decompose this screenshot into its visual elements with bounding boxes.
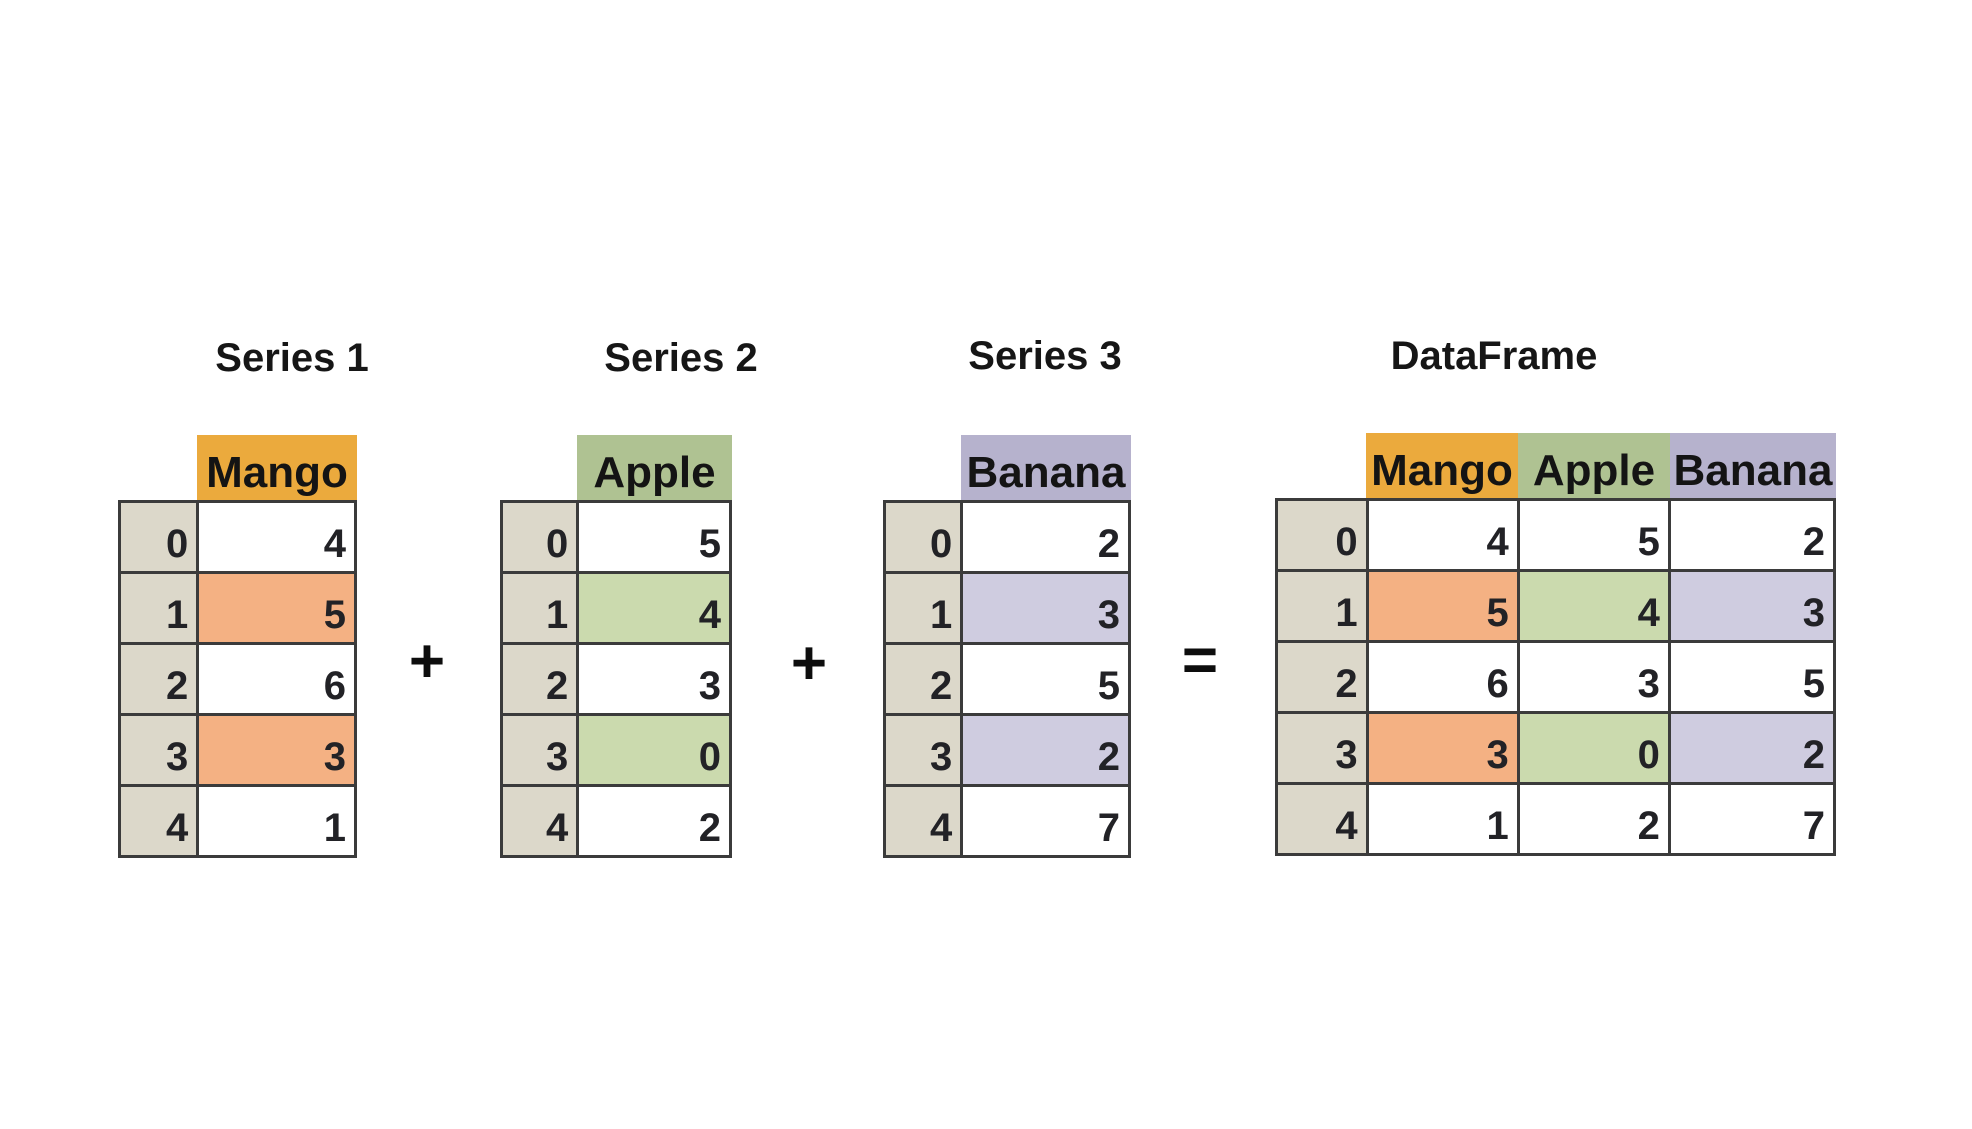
apple-cell: 5 (1516, 498, 1671, 572)
table-row: 3 0 (499, 713, 732, 787)
series2-column-header-apple: Apple (577, 435, 732, 500)
banana-cell: 7 (1667, 782, 1837, 856)
table-row: 4 2 (499, 784, 732, 858)
index-cell: 0 (882, 500, 964, 574)
banana-cell: 3 (1667, 569, 1837, 643)
table-row: 0 5 (499, 500, 732, 574)
banana-cell: 5 (1667, 640, 1837, 714)
series3-column-header-banana: Banana (961, 435, 1131, 500)
table-row: 1 5 (117, 571, 357, 645)
banana-cell: 2 (1667, 498, 1837, 572)
apple-cell: 0 (1516, 711, 1671, 785)
table-row: 2 3 (499, 642, 732, 716)
index-cell: 1 (117, 571, 200, 645)
series3-grid: 0 2 1 3 2 5 3 2 4 7 (882, 500, 1131, 858)
table-row: 1 3 (882, 571, 1131, 645)
table-row: 3 3 0 2 (1275, 711, 1837, 785)
table-row: 0 2 (882, 500, 1131, 574)
value-cell: 4 (196, 500, 357, 574)
index-cell: 4 (1275, 782, 1369, 856)
index-cell: 3 (499, 713, 580, 787)
index-cell: 2 (882, 642, 964, 716)
table-row: 3 3 (117, 713, 357, 787)
series3-table: Banana 0 2 1 3 2 5 3 2 4 7 (882, 435, 1131, 858)
apple-cell: 3 (1516, 640, 1671, 714)
series1-column-header-mango: Mango (197, 435, 357, 500)
series1-grid: 0 4 1 5 2 6 3 3 4 1 (117, 500, 357, 858)
index-cell: 4 (499, 784, 580, 858)
table-row: 4 1 (117, 784, 357, 858)
series2-table: Apple 0 5 1 4 2 3 3 0 4 2 (499, 435, 732, 858)
table-row: 1 4 (499, 571, 732, 645)
value-cell: 0 (576, 713, 732, 787)
mango-cell: 5 (1365, 569, 1520, 643)
dataframe-header-row: Mango Apple Banana (1275, 433, 1836, 498)
series1-title: Series 1 (215, 336, 369, 380)
index-cell: 0 (117, 500, 200, 574)
value-cell: 4 (576, 571, 732, 645)
dataframe-title: DataFrame (1390, 334, 1598, 378)
mango-cell: 1 (1365, 782, 1520, 856)
index-cell: 4 (882, 784, 964, 858)
dataframe-grid: 0 4 5 2 1 5 4 3 2 6 3 5 3 3 0 2 (1275, 498, 1837, 856)
value-cell: 6 (196, 642, 357, 716)
series3-title: Series 3 (968, 334, 1122, 378)
mango-cell: 4 (1365, 498, 1520, 572)
table-row: 1 5 4 3 (1275, 569, 1837, 643)
value-cell: 3 (960, 571, 1131, 645)
index-cell: 0 (499, 500, 580, 574)
index-cell: 2 (117, 642, 200, 716)
series2-title: Series 2 (604, 336, 758, 380)
dataframe-table: Mango Apple Banana 0 4 5 2 1 5 4 3 2 6 3 (1275, 433, 1837, 856)
series3-header-row: Banana (883, 435, 1131, 500)
equals-operator: = (1181, 625, 1219, 695)
dataframe-column-header-apple: Apple (1518, 433, 1670, 498)
table-row: 4 1 2 7 (1275, 782, 1837, 856)
value-cell: 3 (196, 713, 357, 787)
series1-table: Mango 0 4 1 5 2 6 3 3 4 1 (117, 435, 357, 858)
plus-operator-2: + (790, 628, 828, 698)
index-cell: 3 (117, 713, 200, 787)
value-cell: 5 (196, 571, 357, 645)
index-cell: 1 (882, 571, 964, 645)
value-cell: 2 (960, 713, 1131, 787)
index-cell: 0 (1275, 498, 1369, 572)
value-cell: 2 (960, 500, 1131, 574)
index-cell: 3 (882, 713, 964, 787)
table-row: 3 2 (882, 713, 1131, 787)
value-cell: 5 (960, 642, 1131, 716)
value-cell: 2 (576, 784, 732, 858)
index-cell: 4 (117, 784, 200, 858)
index-cell: 2 (499, 642, 580, 716)
value-cell: 7 (960, 784, 1131, 858)
series2-header-row: Apple (500, 435, 732, 500)
apple-cell: 2 (1516, 782, 1671, 856)
apple-cell: 4 (1516, 569, 1671, 643)
index-cell: 3 (1275, 711, 1369, 785)
series1-header-row: Mango (118, 435, 357, 500)
index-cell: 1 (499, 571, 580, 645)
table-row: 2 5 (882, 642, 1131, 716)
index-cell: 1 (1275, 569, 1369, 643)
table-row: 2 6 3 5 (1275, 640, 1837, 714)
mango-cell: 3 (1365, 711, 1520, 785)
table-row: 2 6 (117, 642, 357, 716)
table-row: 4 7 (882, 784, 1131, 858)
mango-cell: 6 (1365, 640, 1520, 714)
series2-grid: 0 5 1 4 2 3 3 0 4 2 (499, 500, 732, 858)
dataframe-column-header-mango: Mango (1366, 433, 1518, 498)
banana-cell: 2 (1667, 711, 1837, 785)
value-cell: 5 (576, 500, 732, 574)
plus-operator-1: + (408, 626, 446, 696)
dataframe-column-header-banana: Banana (1670, 433, 1836, 498)
index-cell: 2 (1275, 640, 1369, 714)
value-cell: 3 (576, 642, 732, 716)
table-row: 0 4 (117, 500, 357, 574)
table-row: 0 4 5 2 (1275, 498, 1837, 572)
value-cell: 1 (196, 784, 357, 858)
